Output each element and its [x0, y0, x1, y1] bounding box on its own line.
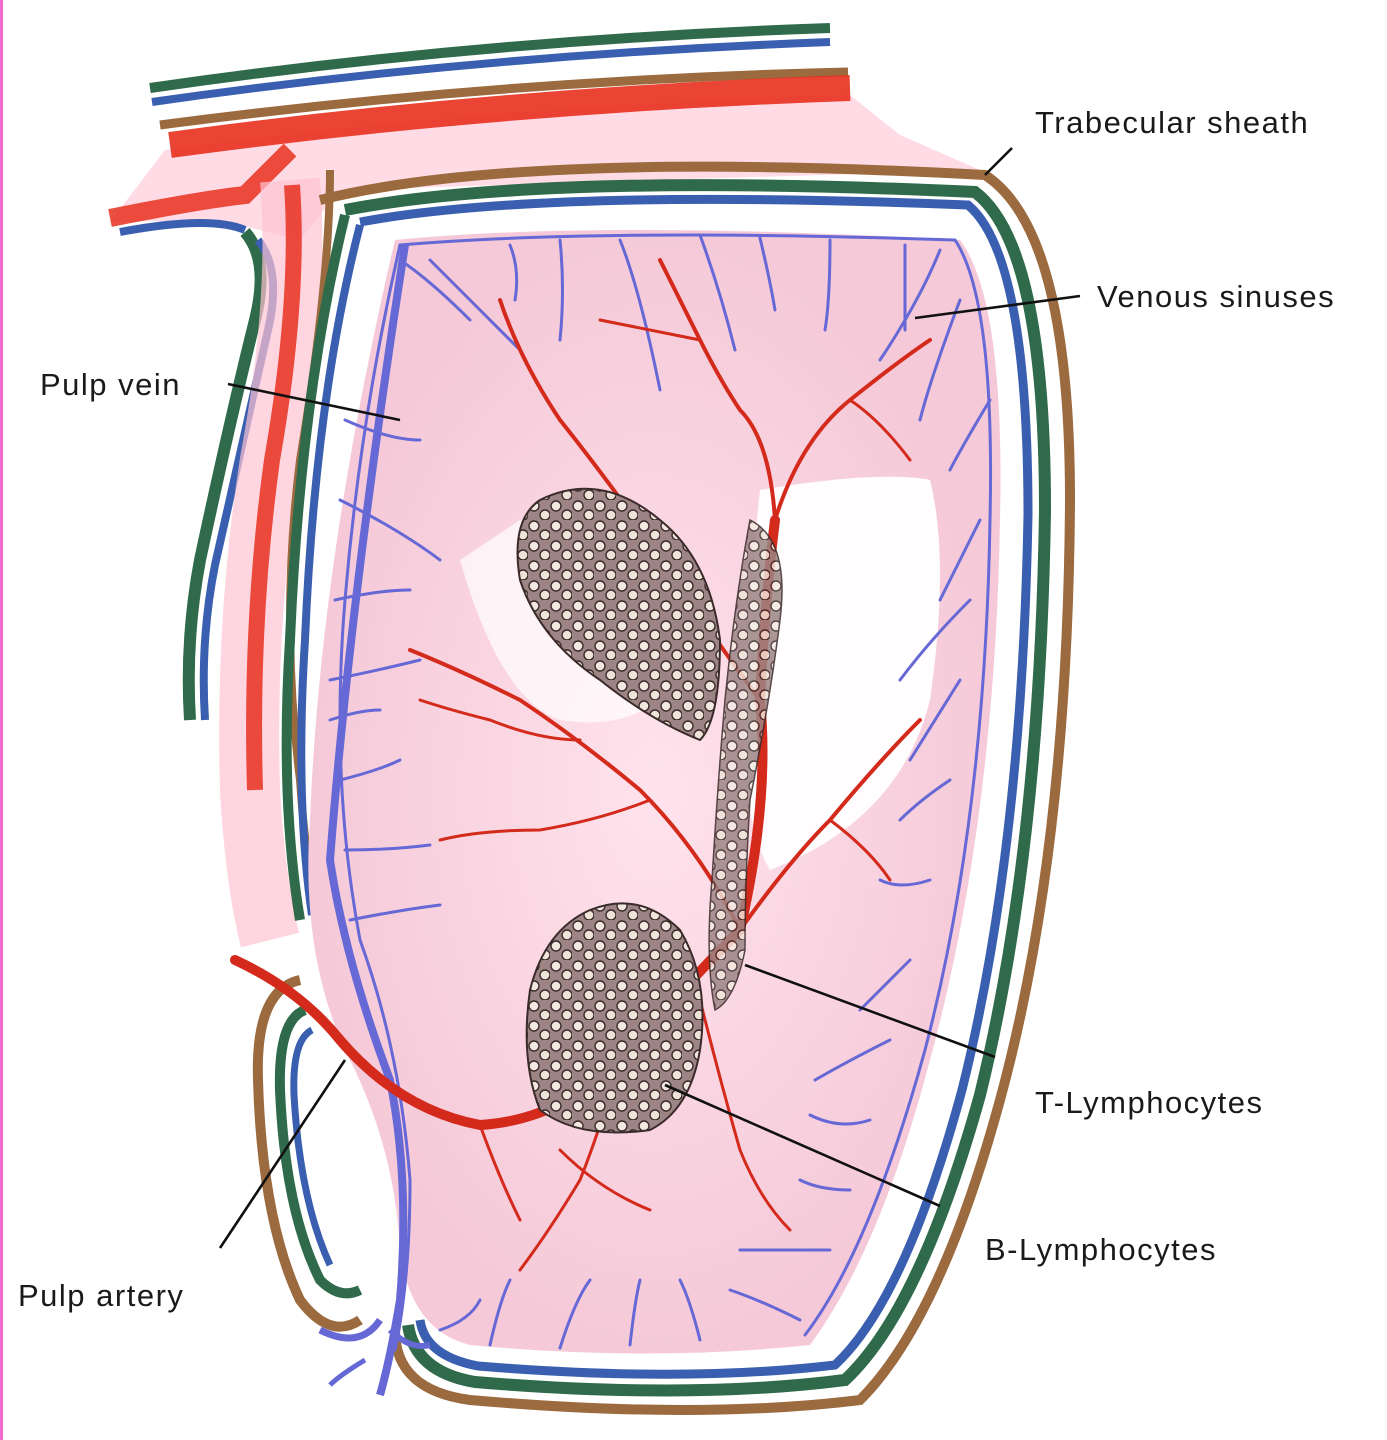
leader-trabecular-sheath	[985, 148, 1012, 175]
label-pulp-vein: Pulp vein	[40, 367, 181, 402]
label-b-lymphocytes: B-Lymphocytes	[985, 1232, 1217, 1267]
b-lymphocyte-nodule	[527, 903, 703, 1132]
red-pulp-area	[308, 230, 1000, 1354]
label-pulp-artery: Pulp artery	[18, 1278, 184, 1313]
label-t-lymphocytes: T-Lymphocytes	[1035, 1085, 1264, 1120]
label-venous-sinuses: Venous sinuses	[1097, 279, 1335, 314]
left-edge-bar-shape	[0, 0, 3, 1440]
label-trabecular-sheath: Trabecular sheath	[1035, 105, 1309, 140]
top-trabecula	[110, 28, 980, 240]
